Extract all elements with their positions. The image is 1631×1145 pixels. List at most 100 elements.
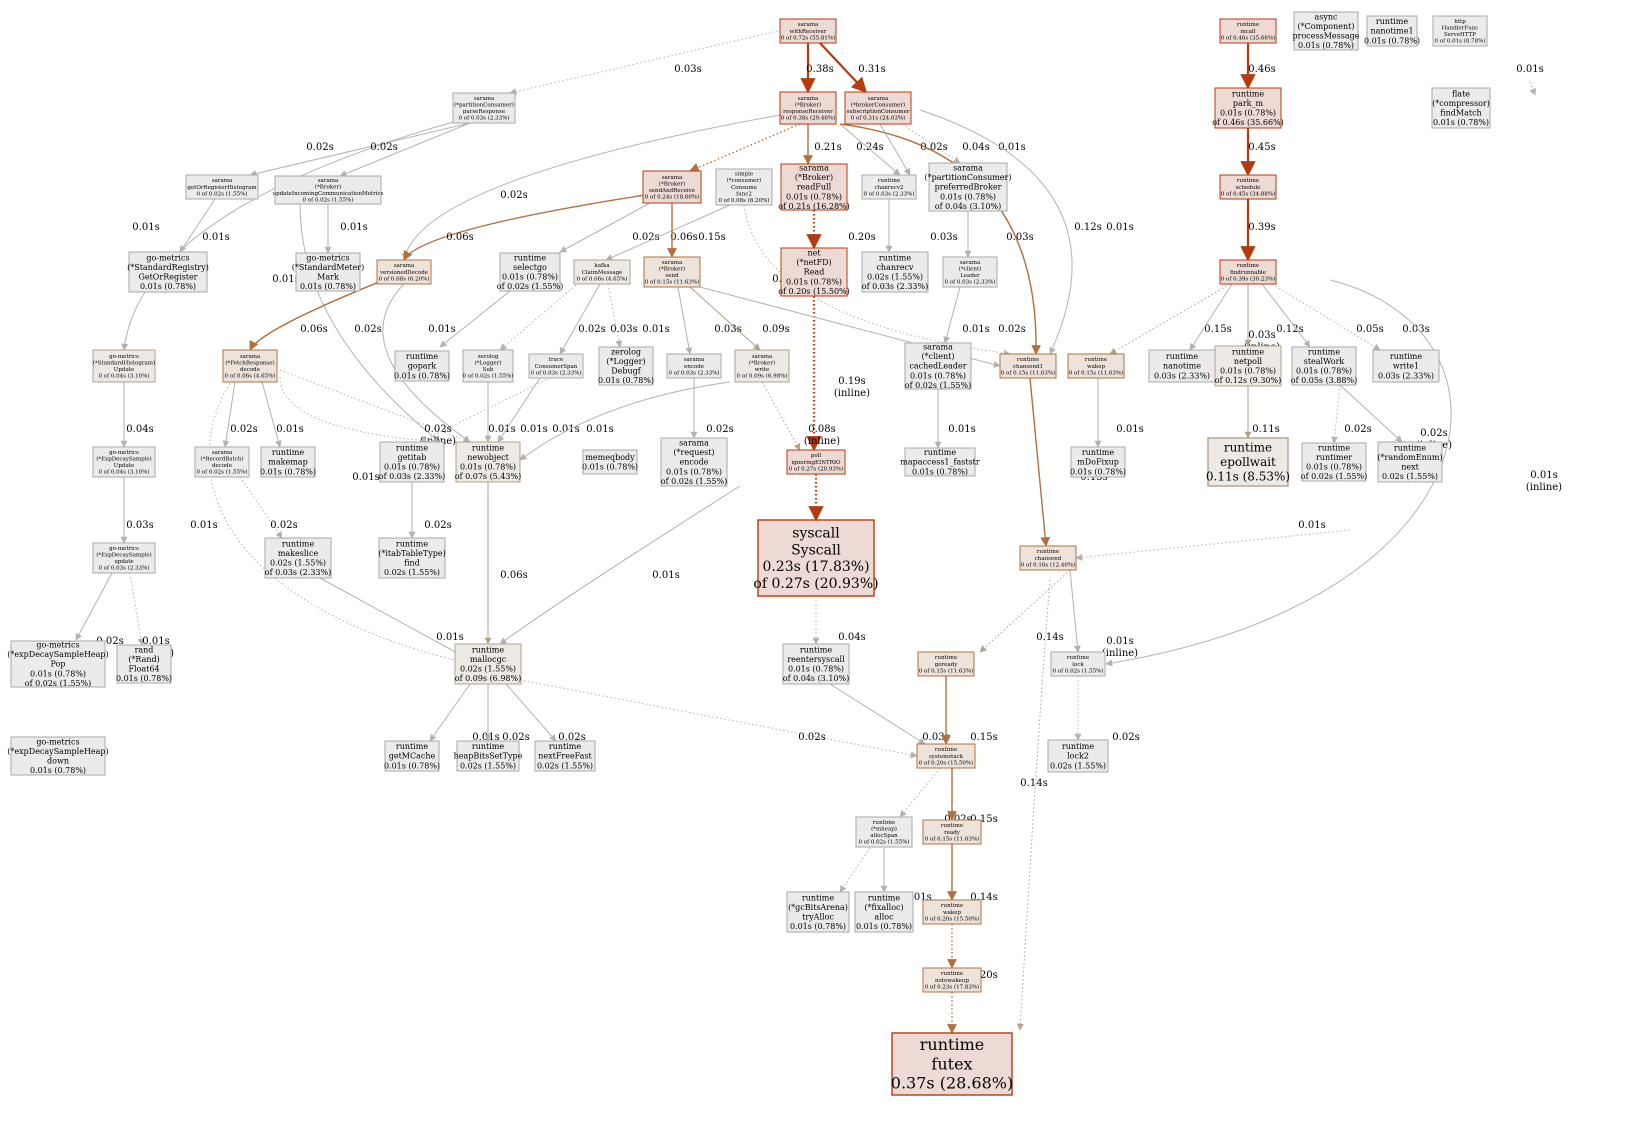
node-label: runtime [868, 893, 900, 902]
node-label: (*partitionConsumer) [925, 173, 1012, 182]
node-box [92, 446, 156, 478]
node-box [295, 252, 361, 292]
edge-label: 0.01s [1298, 520, 1325, 531]
edge-label: (inline) [804, 436, 840, 447]
node-Pop[interactable]: go-metrics(*expDecaySampleHeap)Pop0.01s … [7, 640, 108, 687]
node-label: 0 of 0.45s (34.88%) [1221, 190, 1275, 197]
node-label: Update [114, 367, 134, 373]
node-label: cachedLeader [909, 362, 966, 371]
node-GetOrRegister[interactable]: go-metrics(*StandardRegistry)GetOrRegist… [127, 251, 209, 293]
node-updateIncoming[interactable]: sarama(*Broker)updateIncomingCommunicati… [273, 175, 384, 205]
node-box [779, 18, 837, 44]
edge-label: 0.02s [424, 424, 451, 435]
node-down[interactable]: go-metrics(*expDecaySampleHeap)down0.01s… [7, 736, 109, 776]
node-subscriptionConsumer[interactable]: sarama(*brokerConsumer)subscriptionConsu… [844, 91, 912, 125]
edge-label: 0.12s [1074, 222, 1101, 233]
node-preferredBroker[interactable]: sarama(*partitionConsumer)preferredBroke… [925, 162, 1012, 212]
node-label: runtime [1067, 655, 1089, 661]
node-label: simple [735, 172, 753, 178]
node-label: sarama [799, 163, 829, 172]
node-label: ClaimMessage [582, 270, 623, 276]
node-label: 0.02s (1.55%) [1382, 472, 1438, 481]
node-label: (*fixalloc) [864, 903, 903, 912]
node-box [780, 163, 848, 211]
node-parseResponse[interactable]: sarama(*partitionConsumer)parseResponse0… [452, 92, 516, 124]
edge-label: 0.02s [632, 232, 659, 243]
